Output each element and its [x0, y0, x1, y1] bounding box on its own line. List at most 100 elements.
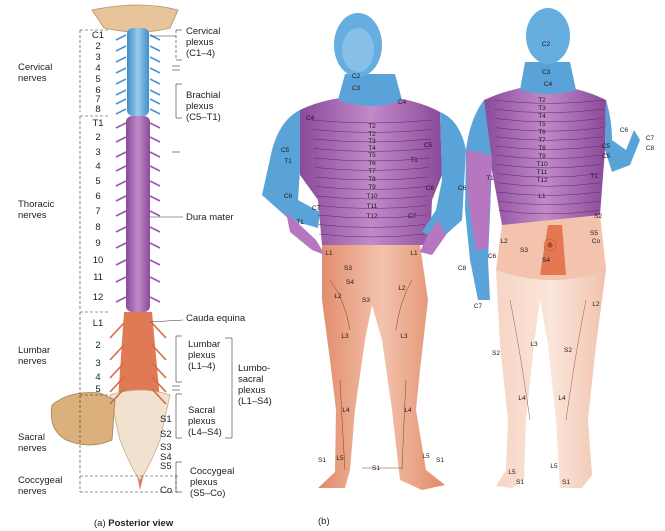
posterior-dermatome-label: C5 — [602, 153, 611, 160]
posterior-dermatome-label: C8 — [646, 145, 655, 152]
posterior-dermatome-label: S5 — [590, 230, 598, 237]
anterior-dermatome-label: L5 — [422, 453, 430, 460]
anterior-face — [342, 28, 374, 72]
segment-label: Co — [160, 485, 172, 496]
segment-label: T1 — [92, 118, 103, 129]
anterior-dermatome-label: L2 — [334, 293, 342, 300]
segment-label: 3 — [95, 358, 100, 369]
anterior-dermatome-label: C6 — [426, 185, 435, 192]
segment-label: 8 — [95, 222, 100, 233]
label-cervical-nerves: Cervicalnerves — [18, 62, 52, 84]
segment-label: 10 — [93, 255, 104, 266]
anterior-dermatome-label: C4 — [306, 115, 315, 122]
posterior-dermatome-label: T9 — [538, 153, 546, 160]
segment-label: 4 — [95, 161, 100, 172]
posterior-dermatome-label: T8 — [538, 145, 546, 152]
caption-b: (b) — [318, 516, 330, 527]
posterior-dermatome-label: T11 — [537, 169, 548, 176]
posterior-dermatome-label: S4 — [542, 257, 550, 264]
anterior-dermatome-label: L5 — [336, 455, 344, 462]
skull-base — [92, 5, 178, 32]
anterior-dermatome-label: C5 — [281, 147, 290, 154]
anterior-dermatome-label: T8 — [368, 176, 376, 183]
posterior-dermatome-label: L4 — [558, 395, 566, 402]
anterior-dermatome-label: T3 — [368, 138, 376, 145]
segment-label: 5 — [95, 74, 100, 85]
anterior-dermatome-label: T2 — [368, 123, 376, 130]
posterior-dermatome-label: T5 — [538, 121, 546, 128]
segment-label: 4 — [95, 372, 100, 383]
posterior-dermatome-label: C5 — [602, 143, 611, 150]
posterior-dermatome-label: L5 — [550, 463, 558, 470]
anterior-dermatome-label: T10 — [366, 193, 378, 200]
anterior-dermatome-label: T7 — [368, 168, 376, 175]
posterior-dermatome-label: L3 — [530, 341, 538, 348]
posterior-dermatome-label: S3 — [520, 247, 528, 254]
segment-label: 3 — [95, 147, 100, 158]
anterior-dermatome-label: T1 — [296, 219, 304, 226]
segment-label: S5 — [160, 461, 172, 472]
anterior-dermatome-label: T1 — [284, 158, 292, 165]
anterior-dermatome-label: T6 — [368, 160, 376, 167]
posterior-dermatome-label: L2 — [592, 301, 600, 308]
anterior-dermatome-label: S4 — [346, 279, 354, 286]
anterior-dermatome-label: L2 — [398, 285, 406, 292]
anterior-dermatome-label: C3 — [352, 85, 361, 92]
segment-label: 2 — [95, 340, 100, 351]
anterior-dermatome-label: L3 — [341, 333, 349, 340]
thoracic-cord — [126, 116, 150, 312]
segment-label: 2 — [95, 132, 100, 143]
anterior-dermatome-label: T11 — [367, 203, 378, 210]
posterior-dermatome-label: S1 — [562, 479, 570, 486]
anterior-dermatome-label: L4 — [404, 407, 412, 414]
segment-label: 3 — [95, 52, 100, 63]
anterior-dermatome-label: S3 — [344, 265, 352, 272]
posterior-body-figure — [465, 8, 640, 488]
cervical-cord — [127, 28, 149, 116]
segment-label: C1 — [92, 30, 104, 41]
posterior-dermatome-label: S2 — [492, 350, 500, 357]
posterior-neck — [520, 62, 576, 94]
segment-label: 2 — [95, 41, 100, 52]
posterior-dermatome-label: T3 — [538, 105, 546, 112]
posterior-dermatome-label: C4 — [544, 81, 553, 88]
anterior-dermatome-label: C6 — [284, 193, 293, 200]
anterior-dermatome-label: T2 — [368, 131, 376, 138]
posterior-dermatome-label: S2 — [594, 213, 602, 220]
posterior-dermatome-label: C6 — [458, 185, 467, 192]
label-dura-mater: Dura mater — [186, 212, 234, 223]
anterior-dermatome-label: C2 — [352, 73, 361, 80]
plexus-labels: Cervicalplexus(C1–4) Brachialplexus(C5–T… — [186, 26, 272, 499]
anterior-dermatome-label: C5 — [424, 142, 433, 149]
anterior-dermatome-label: C7 — [408, 213, 417, 220]
label-thoracic-nerves: Thoracicnerves — [18, 199, 55, 221]
posterior-dermatome-label: T2 — [538, 97, 546, 104]
anterior-dermatome-label: T9 — [368, 184, 376, 191]
posterior-dermatome-label: C8 — [458, 265, 467, 272]
segment-label: 11 — [93, 272, 103, 283]
segment-label: 6 — [95, 191, 100, 202]
anterior-dermatome-label: C4 — [398, 99, 407, 106]
anterior-body-figure — [262, 13, 466, 490]
posterior-dermatome-label: C6 — [620, 127, 629, 134]
anterior-dermatome-label: T4 — [368, 145, 376, 152]
posterior-dermatome-label: C3 — [542, 69, 551, 76]
label-cauda-equina: Cauda equina — [186, 313, 246, 324]
segment-label: L1 — [93, 318, 104, 329]
posterior-dermatome-label: C2 — [542, 41, 551, 48]
anterior-dermatome-label: T1 — [410, 157, 418, 164]
segment-label: 7 — [95, 206, 100, 217]
posterior-dermatome-label: L1 — [538, 193, 546, 200]
segment-label: 12 — [93, 292, 104, 303]
anterior-dermatome-label: L1 — [410, 250, 418, 257]
segment-label: S1 — [160, 414, 172, 425]
anterior-dermatome-label: T5 — [368, 152, 376, 159]
